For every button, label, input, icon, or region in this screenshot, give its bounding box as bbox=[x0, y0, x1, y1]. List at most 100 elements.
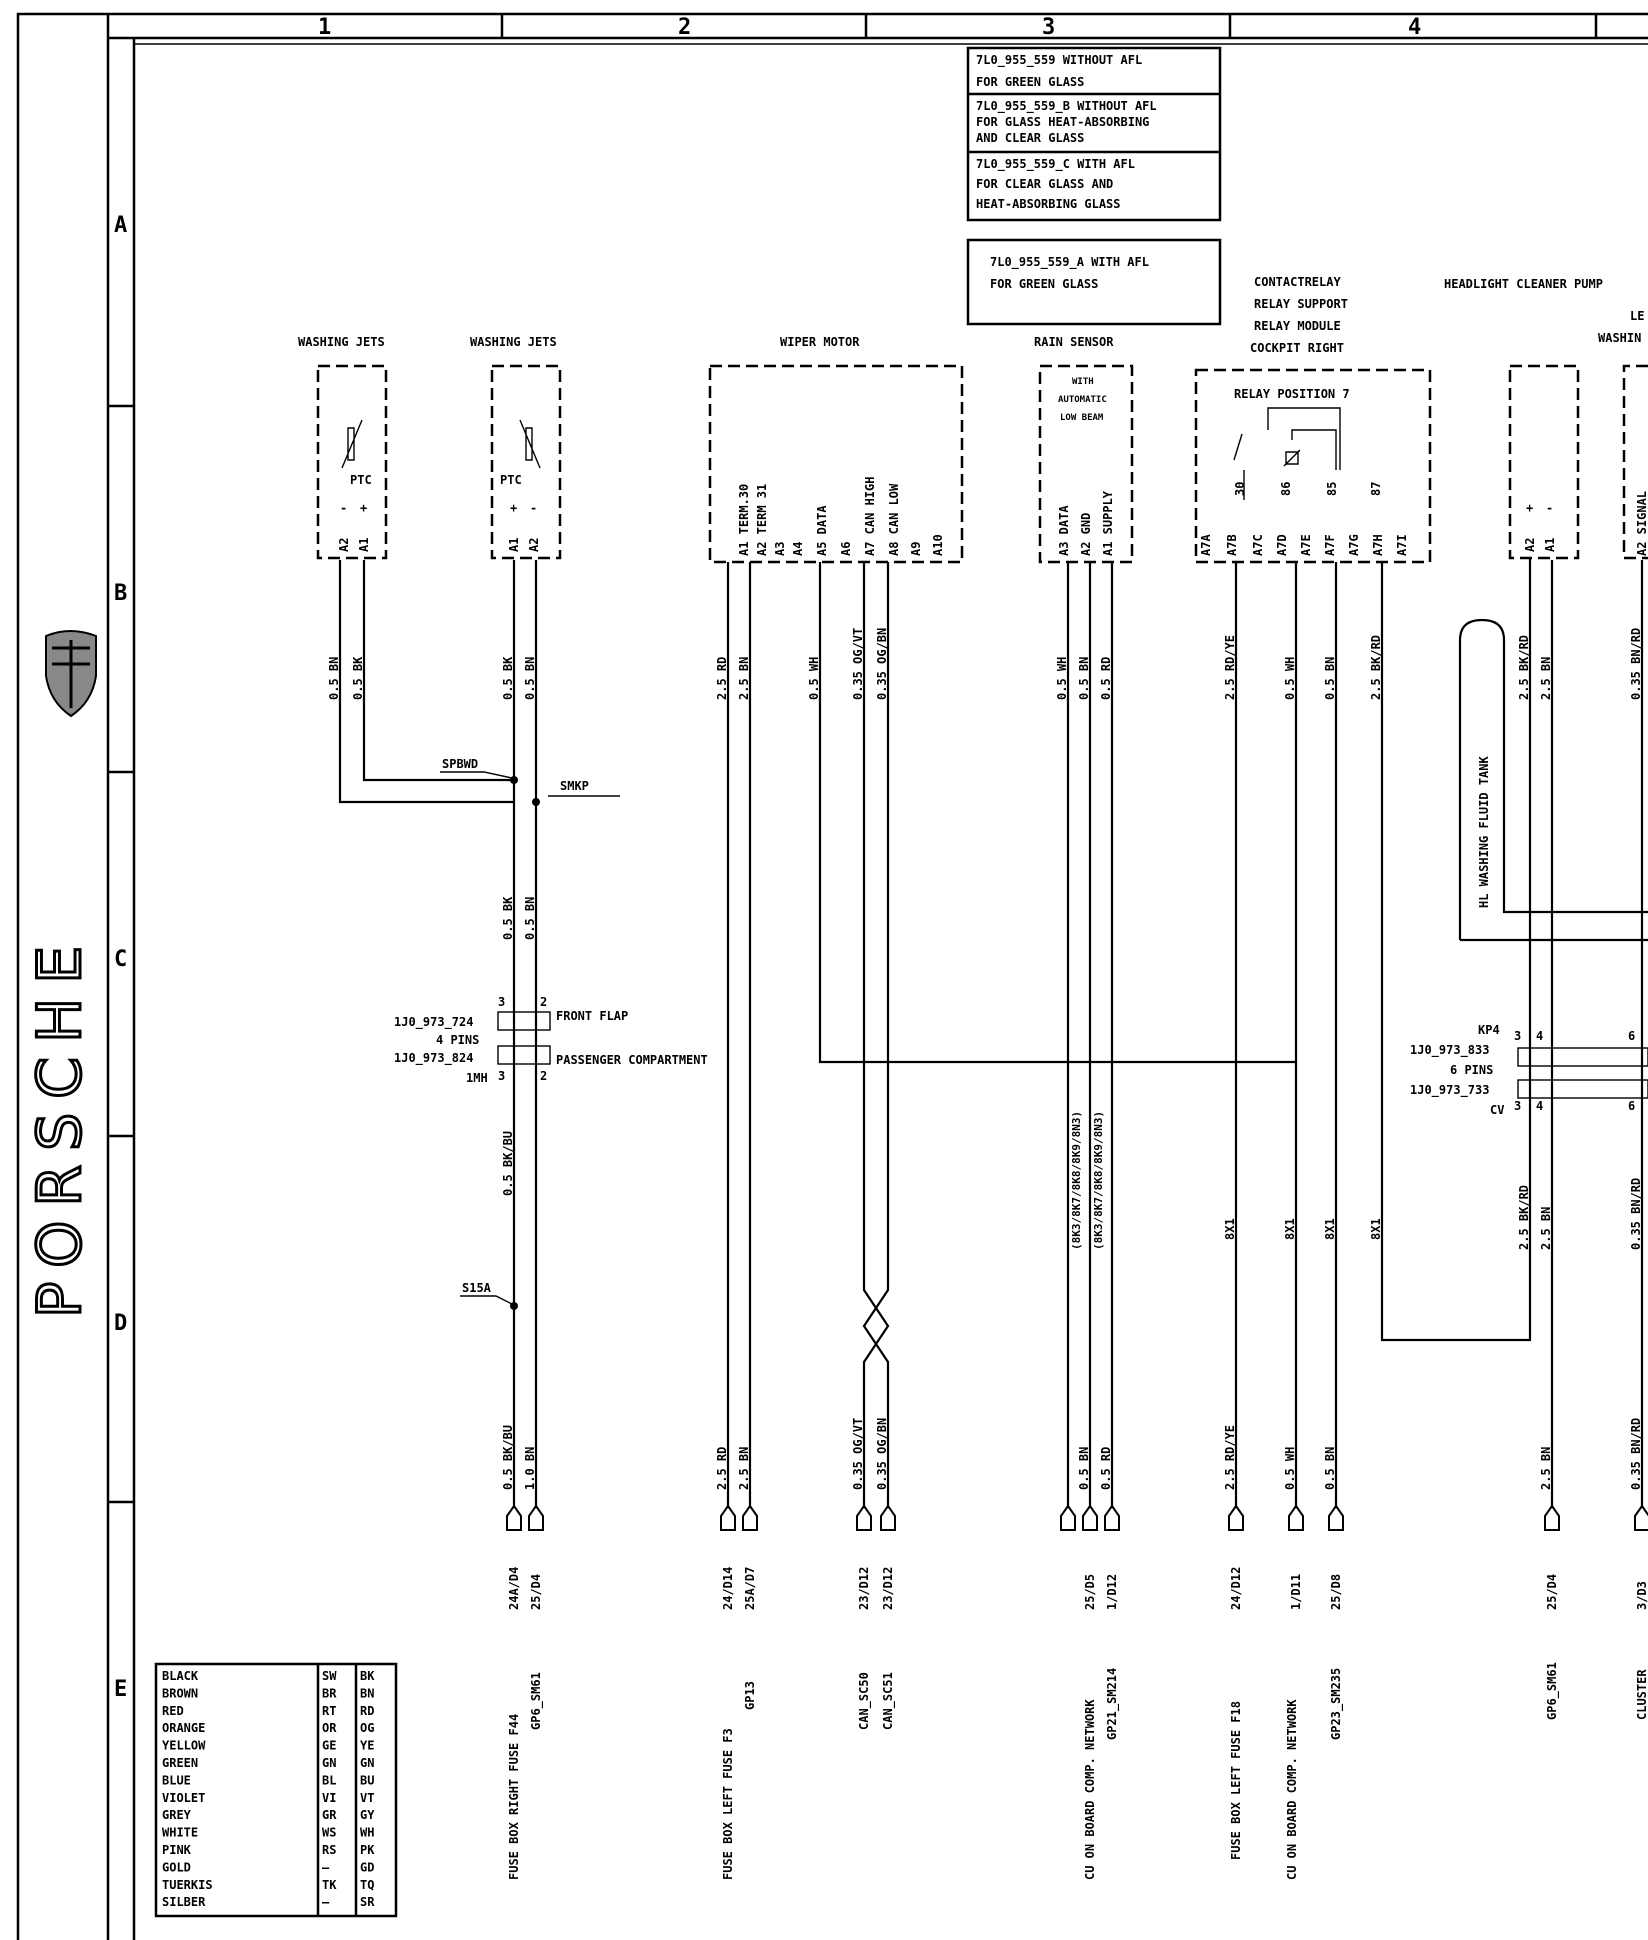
washing-jets-right-pin-a1: A1 bbox=[507, 538, 521, 552]
terminal-label: 24/D14 bbox=[721, 1567, 735, 1610]
terminal-lug bbox=[880, 1504, 896, 1531]
connector-right-part-bottom: 1J0_973_733 bbox=[1410, 1083, 1489, 1098]
fluid-tank-label: HL WASHING FLUID TANK bbox=[1477, 756, 1491, 908]
legend-cell: TK bbox=[322, 1878, 337, 1892]
washing-jets-right-pin-a2: A2 bbox=[527, 538, 541, 552]
legend-cell: BROWN bbox=[162, 1686, 198, 1700]
grid-col-2: 2 bbox=[678, 15, 691, 40]
rain-sensor-pin-a1: A1 SUPPLY bbox=[1101, 490, 1115, 556]
wiper-motor-pin-a9: A9 bbox=[909, 542, 923, 556]
terminal-label: 24/D12 bbox=[1229, 1567, 1243, 1610]
wire-label: 0.35 BN/RD bbox=[1629, 628, 1643, 700]
wire-label: 0.5 BK bbox=[351, 656, 365, 700]
relay-pin-a7b: A7B bbox=[1225, 534, 1239, 556]
legend-cell: GOLD bbox=[162, 1860, 191, 1874]
destination-label: GP21_SM214 bbox=[1105, 1668, 1120, 1740]
washing-jets-right-title: WASHING JETS bbox=[470, 335, 557, 349]
terminal-label: 24A/D4 bbox=[507, 1567, 521, 1610]
terminal-label: 3/D3 bbox=[1635, 1581, 1648, 1610]
wiper-motor-pin-a3: A3 bbox=[773, 542, 787, 556]
wiper-motor-pin-a5: A5 DATA bbox=[815, 505, 829, 556]
part-note-2-line1: 7L0_955_559_B WITHOUT AFL bbox=[976, 99, 1157, 114]
part-note-1-line2: FOR GREEN GLASS bbox=[976, 75, 1084, 89]
connector-front-flap: 3 2 3 2 1J0_973_724 4 PINS 1J0_973_824 1… bbox=[394, 995, 708, 1085]
relay-term-85: 85 bbox=[1325, 482, 1339, 496]
partial-pin-signal: A2 SIGNAL bbox=[1635, 491, 1648, 556]
connector-left-n2-bottom: 2 bbox=[540, 1069, 547, 1083]
wire-label: 8X1 bbox=[1323, 1218, 1337, 1240]
contact-relay: CONTACTRELAY RELAY SUPPORT RELAY MODULE … bbox=[1194, 275, 1432, 564]
destination-label: GP13 bbox=[743, 1681, 757, 1710]
wire-label: 0.5 RD bbox=[1099, 657, 1113, 700]
wire-label: 0.35 OG/BN bbox=[875, 628, 889, 700]
wire-label: 0.5 BN bbox=[523, 657, 537, 700]
part-note-1-line1: 7L0_955_559 WITHOUT AFL bbox=[976, 53, 1142, 68]
splice-points: SPBWD SMKP S15A bbox=[440, 757, 620, 1310]
legend-cell: WS bbox=[322, 1826, 336, 1840]
porsche-crest-icon bbox=[45, 630, 97, 718]
terminal-lug bbox=[1060, 1504, 1076, 1531]
terminal-lug bbox=[1544, 1504, 1560, 1531]
washing-partial-component: LE WASHIN A2 SIGNAL bbox=[1598, 309, 1648, 560]
legend-cell: GN bbox=[322, 1756, 336, 1770]
legend-cell: YE bbox=[360, 1739, 374, 1753]
relay-pin-a7g: A7G bbox=[1347, 534, 1361, 556]
rain-sensor: RAIN SENSOR WITH AUTOMATIC LOW BEAM A3 D… bbox=[1034, 335, 1134, 564]
terminal-lug bbox=[742, 1504, 758, 1531]
part-note-3-line2: FOR CLEAR GLASS AND bbox=[976, 177, 1113, 191]
rain-sensor-note-2: AUTOMATIC bbox=[1058, 395, 1107, 405]
headlight-pump-title: HEADLIGHT CLEANER PUMP bbox=[1444, 277, 1603, 291]
wire-label: 0.5 BN bbox=[1323, 1447, 1337, 1490]
wire-labels-top: 0.5 BN 0.5 BK 0.5 BK 0.5 BN 2.5 RD 2.5 B… bbox=[327, 628, 1643, 700]
relay-title-3: RELAY MODULE bbox=[1254, 319, 1341, 333]
legend-cell: — bbox=[322, 1895, 330, 1909]
rain-sensor-title: RAIN SENSOR bbox=[1034, 335, 1114, 349]
destination-labels: FUSE BOX RIGHT FUSE F44 GP6_SM61 FUSE BO… bbox=[507, 1662, 1648, 1880]
wire-label: 0.5 BK/BU bbox=[501, 1425, 515, 1490]
wiper-motor-pin-a6: A6 bbox=[839, 542, 853, 556]
terminal-lug bbox=[1104, 1504, 1120, 1531]
wire-label: 8X1 bbox=[1369, 1218, 1383, 1240]
partial-title-1: LE bbox=[1630, 309, 1644, 323]
wire-label: 8X1 bbox=[1223, 1218, 1237, 1240]
terminal-lug bbox=[1288, 1504, 1304, 1531]
splice-spbwd: SPBWD bbox=[442, 757, 478, 771]
wire-label: 0.5 WH bbox=[1283, 1447, 1297, 1490]
relay-pin-a7d: A7D bbox=[1275, 534, 1289, 556]
wire-label: 0.5 WH bbox=[1055, 657, 1069, 700]
terminal-lug bbox=[856, 1504, 872, 1531]
wire-label: 1.0 BN bbox=[523, 1447, 537, 1490]
connector-right-n4-top: 4 bbox=[1536, 1029, 1543, 1043]
terminal-label: 25/D4 bbox=[529, 1574, 543, 1610]
legend-cell: OR bbox=[322, 1721, 337, 1735]
relay-pin-a7i: A7I bbox=[1395, 534, 1409, 556]
terminal-label: 23/D12 bbox=[881, 1567, 895, 1610]
drawing-frame bbox=[16, 12, 1648, 1940]
wire-label: 2.5 BN bbox=[737, 657, 751, 700]
legend-cell: PK bbox=[360, 1843, 375, 1857]
wire-label: 2.5 BK/RD bbox=[1517, 635, 1531, 700]
destination-label: CAN_SC51 bbox=[881, 1672, 896, 1730]
wire-label: 0.5 BN bbox=[327, 657, 341, 700]
destination-label: CLUSTER bbox=[1635, 1669, 1648, 1720]
legend-cell: GY bbox=[360, 1808, 375, 1822]
wire-label: 2.5 BN bbox=[1539, 657, 1553, 700]
grid-row-a: A bbox=[114, 213, 127, 238]
grid-row-labels: A B C D E bbox=[114, 213, 127, 1702]
connector-right-n6-top: 6 bbox=[1628, 1029, 1635, 1043]
partial-title-2: WASHIN bbox=[1598, 331, 1641, 345]
wire-label: (8K3/8K7/8K8/8K9/8N3) bbox=[1070, 1111, 1083, 1250]
relay-position: RELAY POSITION 7 bbox=[1234, 387, 1350, 401]
wiper-motor: WIPER MOTOR A1 TERM.30 A2 TERM 31 A3 A4 … bbox=[708, 335, 964, 564]
terminal-label: 25/D4 bbox=[1545, 1574, 1559, 1610]
grid-col-1: 1 bbox=[318, 15, 331, 40]
terminal-label: 1/D11 bbox=[1289, 1574, 1303, 1610]
relay-pin-a7a: A7A bbox=[1199, 534, 1213, 556]
wire-label: 0.5 RD bbox=[1099, 1447, 1113, 1490]
wire-label: (8K3/8K7/8K8/8K9/8N3) bbox=[1092, 1111, 1105, 1250]
wiper-motor-title: WIPER MOTOR bbox=[780, 335, 860, 349]
legend-cell: RED bbox=[162, 1704, 184, 1718]
terminal-lug bbox=[506, 1504, 522, 1531]
